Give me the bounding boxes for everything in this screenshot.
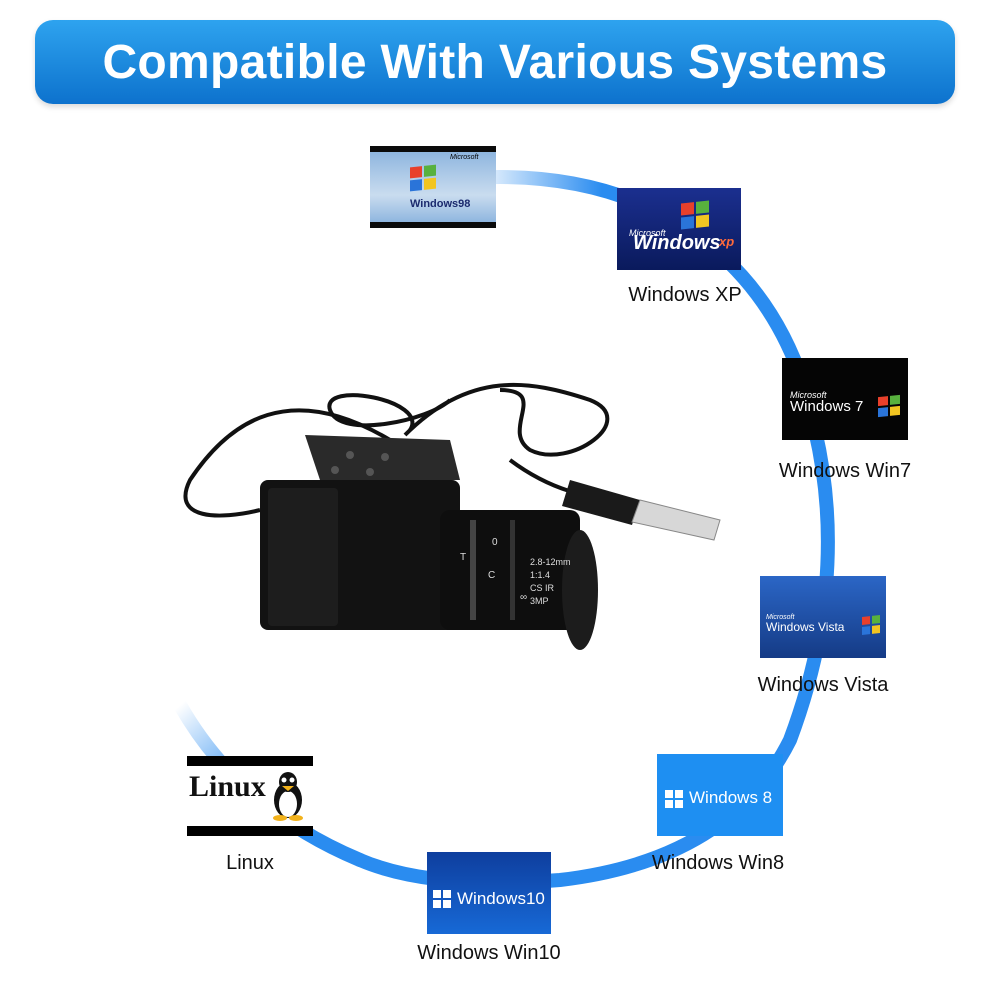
banner-title: Compatible With Various Systems: [102, 35, 888, 89]
usb-camera-illustration: 2.8-12mm 1:1.4 CS IR 3MP T C 0 ∞: [183, 382, 721, 650]
usb-plug-icon: [562, 480, 721, 541]
windows-flag-icon: [862, 615, 880, 635]
winxp-logo-text: Windows: [633, 232, 721, 254]
microsoft-brand-text: Microsoft: [766, 614, 795, 621]
ring-mark-text: ∞: [520, 592, 527, 603]
win98-logo-text: Windows98: [410, 198, 471, 210]
ring-mark-text: 0: [492, 537, 498, 548]
windows-flag-icon: [681, 200, 709, 230]
camera-body: [260, 435, 460, 630]
windows8-logo: Windows 8: [657, 754, 783, 836]
winxp-label: Windows XP: [628, 284, 742, 306]
microsoft-brand-text: Microsoft: [629, 228, 666, 238]
windowsxp-logo: Microsoft Windows xp: [617, 188, 741, 270]
win8-label: Windows Win8: [651, 852, 785, 874]
lens-spec-text: 1:1.4: [530, 570, 550, 580]
windows98-logo: Microsoft Windows98: [370, 146, 496, 228]
ring-mark-text: C: [488, 570, 495, 581]
lens-spec-text: 2.8-12mm: [530, 557, 571, 567]
linux-logo-text: Linux: [189, 770, 266, 803]
lens-spec-text: 3MP: [530, 596, 549, 606]
vista-logo-text: Windows Vista: [766, 620, 845, 634]
title-banner: Compatible With Various Systems: [35, 20, 955, 104]
windows8-flag-icon: [665, 790, 683, 808]
win7-logo-text: Windows 7: [790, 398, 864, 415]
lens-spec-text: CS IR: [530, 583, 555, 593]
windowsvista-logo: Microsoft Windows Vista: [760, 576, 886, 658]
ring-mark-text: T: [460, 552, 466, 563]
microsoft-brand-text: Microsoft: [790, 390, 827, 400]
camera-lens: [440, 510, 598, 650]
linux-logo: Linux: [187, 756, 313, 836]
win10-logo-text: Windows10: [457, 889, 545, 908]
win10-label: Windows Win10: [417, 942, 561, 964]
windows10-logo: Windows10: [427, 852, 551, 934]
windows-flag-icon: [410, 164, 436, 192]
windows7-logo: Microsoft Windows 7: [782, 358, 908, 440]
vista-label: Windows Vista: [757, 674, 889, 696]
win7-label: Windows Win7: [778, 460, 912, 482]
tux-penguin-icon: [273, 772, 303, 821]
microsoft-brand-text: Microsoft: [450, 154, 479, 161]
win8-logo-text: Windows 8: [689, 788, 773, 807]
windows10-flag-icon: [433, 890, 451, 908]
linux-label: Linux: [226, 852, 274, 874]
windows-flag-icon: [878, 394, 900, 418]
xp-suffix-text: xp: [719, 234, 735, 249]
